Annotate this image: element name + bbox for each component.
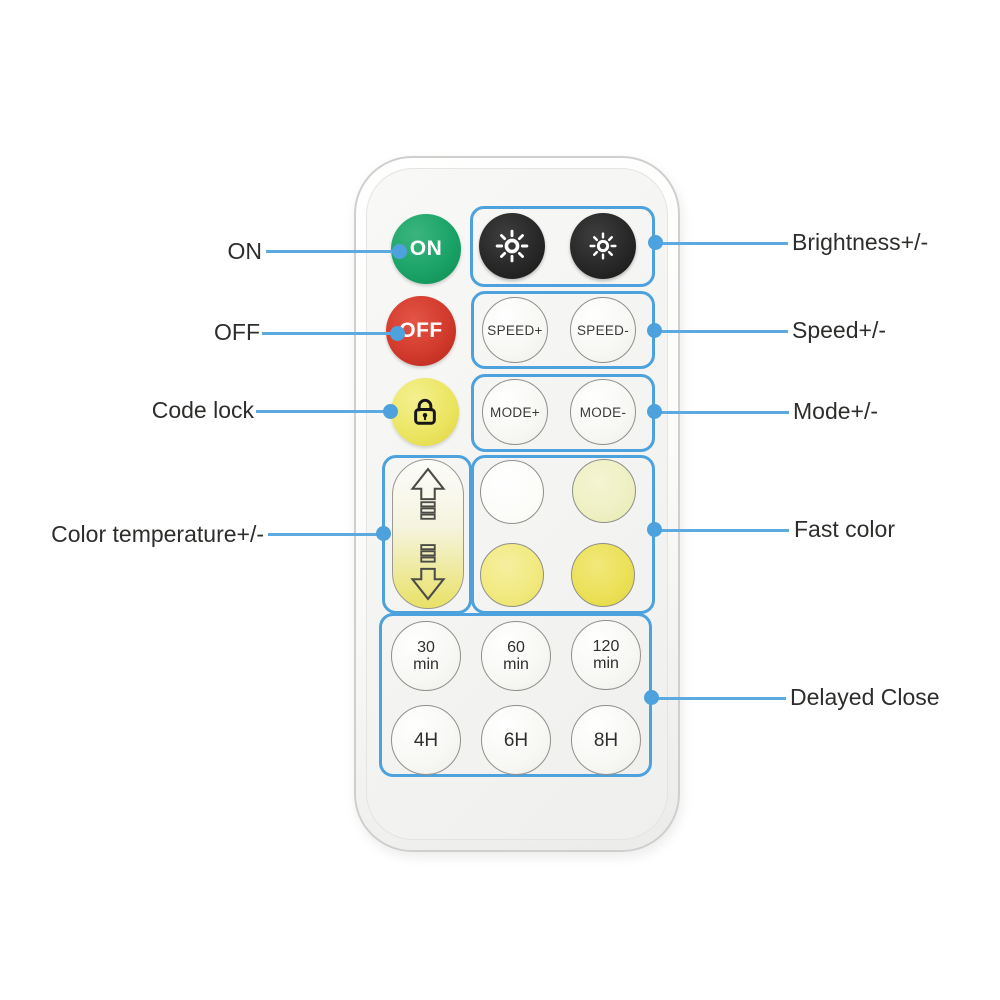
arrow-down-icon	[407, 543, 449, 601]
label-mode: Mode+/-	[793, 398, 879, 424]
timer-unit: min	[413, 656, 439, 673]
sun-icon	[588, 231, 618, 261]
annotation-line-delayed-close	[651, 697, 786, 700]
mode-minus-button[interactable]: MODE-	[570, 379, 636, 445]
annotation-dot-off	[390, 326, 405, 341]
sun-icon	[494, 228, 530, 264]
annotation-dot-code-lock	[383, 404, 398, 419]
annotation-dot-mode	[647, 404, 662, 419]
timer-button-60min[interactable]: 60 min	[481, 621, 551, 691]
label-brightness: Brightness+/-	[792, 229, 929, 255]
label-delayed-close: Delayed Close	[790, 684, 940, 710]
color-temp-control[interactable]	[392, 459, 464, 609]
brightness-plus-button[interactable]	[479, 213, 545, 279]
brightness-minus-button[interactable]	[570, 213, 636, 279]
label-color-temp: Color temperature+/-	[51, 521, 264, 547]
annotation-dot-speed	[647, 323, 662, 338]
annotation-line-on	[266, 250, 399, 253]
annotation-line-speed	[654, 330, 788, 333]
timer-value: 6H	[503, 729, 529, 751]
timer-button-6h[interactable]: 6H	[481, 705, 551, 775]
mode-plus-button[interactable]: MODE+	[482, 379, 548, 445]
annotation-dot-color-temp	[376, 526, 391, 541]
timer-button-4h[interactable]: 4H	[391, 705, 461, 775]
annotation-dot-on	[392, 244, 407, 259]
timer-value: 120	[592, 638, 620, 655]
timer-unit: min	[503, 656, 529, 673]
annotation-line-mode	[654, 411, 789, 414]
timer-value: 60	[507, 639, 525, 656]
speed-plus-button[interactable]: SPEED+	[482, 297, 548, 363]
fast-color-button-white[interactable]	[480, 460, 544, 524]
label-fast-color: Fast color	[794, 516, 895, 542]
annotation-line-brightness	[655, 242, 788, 245]
timer-button-8h[interactable]: 8H	[571, 705, 641, 775]
speed-minus-button[interactable]: SPEED-	[570, 297, 636, 363]
annotation-line-off	[262, 332, 397, 335]
annotation-line-fast-color	[654, 529, 789, 532]
label-on: ON	[227, 238, 263, 264]
annotation-dot-delayed-close	[644, 690, 659, 705]
label-speed: Speed+/-	[792, 317, 886, 343]
on-button[interactable]: ON	[391, 214, 461, 284]
annotation-line-code-lock	[256, 410, 390, 413]
timer-button-30min[interactable]: 30 min	[391, 621, 461, 691]
label-code-lock: Code lock	[151, 397, 254, 423]
label-off: OFF	[214, 319, 260, 345]
annotation-line-color-temp	[268, 533, 384, 536]
fast-color-button-deep-yellow[interactable]	[571, 543, 635, 607]
timer-value: 30	[417, 639, 435, 656]
padlock-icon	[408, 395, 442, 429]
annotation-dot-brightness	[648, 235, 663, 250]
timer-value: 8H	[593, 729, 619, 751]
fast-color-button-yellow[interactable]	[480, 543, 544, 607]
timer-unit: min	[593, 655, 619, 672]
code-lock-button[interactable]	[391, 378, 459, 446]
timer-button-120min[interactable]: 120 min	[571, 620, 641, 690]
timer-value: 4H	[413, 729, 439, 751]
annotation-dot-fast-color	[647, 522, 662, 537]
fast-color-button-warm-white[interactable]	[572, 459, 636, 523]
arrow-up-icon	[407, 467, 449, 525]
